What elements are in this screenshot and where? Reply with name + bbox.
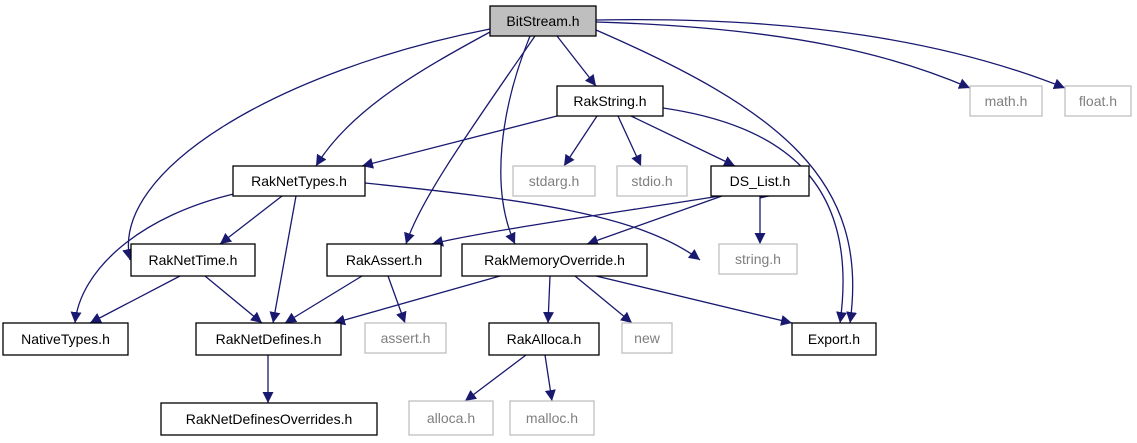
node-assert: assert.h (364, 322, 447, 354)
node-export[interactable]: Export.h (791, 322, 877, 356)
edge-raknettime-to-raknetdefines (204, 275, 263, 324)
edge-bitstream-to-raknetdefines (122, 28, 491, 261)
node-raknettime[interactable]: RakNetTime.h (130, 243, 256, 277)
node-box (461, 243, 648, 277)
node-box (621, 322, 673, 354)
node-box (791, 322, 877, 356)
edge-raknettypes-to-export (364, 182, 701, 261)
node-dslist[interactable]: DS_List.h (710, 165, 810, 197)
node-float: float.h (1064, 85, 1132, 117)
node-box (512, 165, 596, 197)
node-label: RakNetTypes.h (251, 173, 347, 189)
edge-dslist-to-rakassert (431, 195, 721, 247)
node-box (364, 322, 447, 354)
edge-raknettypes-to-raknetdefines (269, 195, 297, 324)
edge-rakstring-to-stdio (617, 115, 642, 167)
edge-raknettypes-to-raknettime (219, 195, 283, 245)
edge-bitstream-to-rakassert (404, 35, 536, 245)
node-box (509, 400, 595, 436)
edge-bitstream-to-rakmemoryoverride (500, 35, 531, 245)
node-box (710, 165, 810, 197)
node-stdio: stdio.h (616, 165, 688, 197)
node-box (408, 400, 494, 436)
node-rakalloca[interactable]: RakAlloca.h (488, 322, 600, 356)
edge-rakstring-to-dslist (630, 115, 736, 167)
node-alloca: alloca.h (408, 400, 494, 436)
node-label: string.h (735, 251, 781, 267)
node-box (195, 322, 342, 356)
edge-rakassert-to-assert (387, 275, 407, 324)
node-label: Export.h (808, 331, 860, 347)
edge-rakstring-to-export (662, 107, 847, 324)
node-malloc: malloc.h (509, 400, 595, 436)
node-label: stdio.h (631, 173, 672, 189)
edge-rakmemoryoverride-to-rakalloca (542, 275, 554, 324)
node-box (616, 165, 688, 197)
edge-rakmemoryoverride-to-raknetdefines (333, 275, 501, 326)
node-string: string.h (718, 243, 798, 275)
node-raknetdefinesoverrides[interactable]: RakNetDefinesOverrides.h (160, 402, 378, 436)
node-box (556, 85, 664, 117)
node-box (488, 322, 600, 356)
edge-rakmemoryoverride-to-new (574, 275, 633, 324)
node-label: RakNetDefines.h (216, 331, 322, 347)
node-rakassert[interactable]: RakAssert.h (326, 243, 442, 277)
node-label: RakString.h (573, 93, 646, 109)
edge-raknettypes-to-nativetypes (70, 192, 239, 324)
node-label: assert.h (381, 330, 431, 346)
node-label: RakAssert.h (346, 252, 422, 268)
edge-rakstring-to-raknettypes (361, 115, 558, 169)
node-rakmemoryoverride[interactable]: RakMemoryOverride.h (461, 243, 648, 277)
edge-bitstream-to-raknettypes (315, 31, 491, 167)
node-label: malloc.h (526, 410, 578, 426)
edge-bitstream-to-rakstring (556, 35, 597, 87)
edge-rakassert-to-raknetdefines (284, 275, 363, 324)
edge-rakalloca-to-alloca (464, 354, 527, 402)
node-box (489, 5, 597, 37)
node-nativetypes[interactable]: NativeTypes.h (2, 322, 129, 356)
node-box (1064, 85, 1132, 117)
node-box (718, 243, 798, 275)
edge-rakmemoryoverride-to-export (595, 275, 793, 326)
node-label: math.h (985, 93, 1028, 109)
node-box (160, 402, 378, 436)
node-label: stdarg.h (529, 173, 580, 189)
node-box (969, 85, 1043, 117)
edge-raknettime-to-nativetypes (89, 275, 181, 324)
node-box (130, 243, 256, 277)
node-label: float.h (1079, 93, 1117, 109)
edge-bitstream-to-export (595, 29, 857, 324)
edge-dslist-to-rakmemoryoverride (586, 195, 723, 246)
node-label: RakMemoryOverride.h (484, 252, 625, 268)
node-label: RakAlloca.h (507, 331, 582, 347)
node-box (2, 322, 129, 356)
node-label: RakNetDefinesOverrides.h (186, 411, 353, 427)
node-rakstring[interactable]: RakString.h (556, 85, 664, 117)
node-label: DS_List.h (730, 173, 791, 189)
node-label: RakNetTime.h (149, 252, 238, 268)
node-math: math.h (969, 85, 1043, 117)
edge-rakalloca-to-malloc (544, 354, 556, 402)
node-raknettypes[interactable]: RakNetTypes.h (232, 165, 366, 197)
node-label: BitStream.h (506, 13, 579, 29)
node-box (326, 243, 442, 277)
edge-bitstream-to-float (595, 18, 1066, 90)
node-bitstream[interactable]: BitStream.h (489, 5, 597, 37)
node-box (232, 165, 366, 197)
node-new: new (621, 322, 673, 354)
node-label: alloca.h (427, 410, 475, 426)
node-label: NativeTypes.h (21, 331, 110, 347)
node-stdarg: stdarg.h (512, 165, 596, 197)
node-raknetdefines[interactable]: RakNetDefines.h (195, 322, 342, 356)
edge-rakstring-to-stdarg (563, 115, 598, 167)
edge-bitstream-to-math (595, 21, 971, 89)
node-label: new (634, 330, 661, 346)
